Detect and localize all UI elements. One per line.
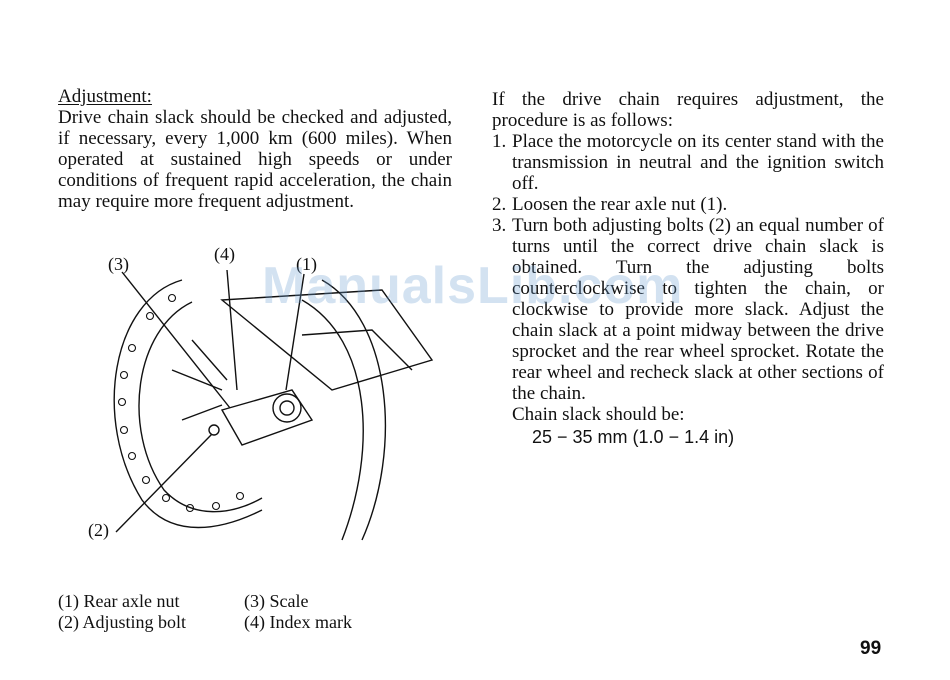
right-column: If the drive chain requires adjustment, … xyxy=(492,89,884,448)
disc-hole xyxy=(185,503,195,513)
figure-caption: (1) Rear axle nut (3) Scale (2) Adjustin… xyxy=(58,591,352,633)
step-2: 2. Loosen the rear axle nut (1). xyxy=(492,194,884,215)
step-text: Loosen the rear axle nut (1). xyxy=(512,194,728,215)
disc-inner-ring xyxy=(138,301,263,513)
tire-curve xyxy=(321,279,387,541)
slack-spec: 25 − 35 mm (1.0 − 1.4 in) xyxy=(532,427,735,447)
adjuster-plate xyxy=(220,389,314,446)
caption-scale: (3) Scale xyxy=(244,591,309,611)
leader-adjusting-bolt xyxy=(115,433,213,533)
disc-hole xyxy=(119,370,129,380)
disc-hole xyxy=(127,451,137,461)
callout-1: (1) xyxy=(296,254,317,274)
page-number: 99 xyxy=(860,638,882,659)
left-column: Adjustment: Drive chain slack should be … xyxy=(58,86,452,212)
caption-rear-axle-nut: (1) Rear axle nut xyxy=(58,591,180,611)
swingarm xyxy=(220,289,434,391)
disc-hole xyxy=(161,493,171,503)
step-text: Place the motorcycle on its center stand… xyxy=(512,131,884,194)
disc-hole xyxy=(117,397,127,407)
slack-label: Chain slack should be: xyxy=(512,404,685,425)
step-3: 3. Turn both adjusting bolts (2) an equa… xyxy=(492,215,884,404)
disc-hole xyxy=(141,475,151,485)
tire-inner-curve xyxy=(301,299,364,541)
step-number: 1. xyxy=(492,131,507,152)
leader-scale xyxy=(121,271,231,409)
leader-axle-nut xyxy=(285,273,305,391)
disc-hole xyxy=(119,425,129,435)
adjusting-bolt-head xyxy=(208,424,220,436)
swingarm-edge xyxy=(301,329,413,371)
adjustment-paragraph: Drive chain slack should be checked and … xyxy=(58,107,452,212)
step-text: Turn both adjusting bolts (2) an equal n… xyxy=(512,215,884,404)
axle-nut-shape xyxy=(272,393,302,423)
disc-hole xyxy=(211,501,221,511)
section-heading: Adjustment: xyxy=(58,86,152,107)
callout-2: (2) xyxy=(88,520,109,540)
axle-center xyxy=(279,400,295,416)
step-number: 2. xyxy=(492,194,507,215)
callout-3: (3) xyxy=(108,254,129,274)
caption-index-mark: (4) Index mark xyxy=(244,612,352,632)
disc-hole xyxy=(127,343,137,353)
disc-outline xyxy=(113,279,263,529)
disc-hole xyxy=(145,311,155,321)
hub-spokes xyxy=(171,339,228,421)
procedure-intro: If the drive chain requires adjustment, … xyxy=(492,89,884,131)
disc-hole xyxy=(235,491,245,501)
leader-index-mark xyxy=(226,269,238,391)
disc-hole xyxy=(167,293,177,303)
step-1: 1. Place the motorcycle on its center st… xyxy=(492,131,884,194)
rear-wheel-drawing xyxy=(113,269,434,541)
caption-adjusting-bolt: (2) Adjusting bolt xyxy=(58,612,187,632)
rear-wheel-illustration: (3) (4) (1) (2) xyxy=(72,240,452,560)
step-number: 3. xyxy=(492,215,507,236)
callout-4: (4) xyxy=(214,244,235,264)
